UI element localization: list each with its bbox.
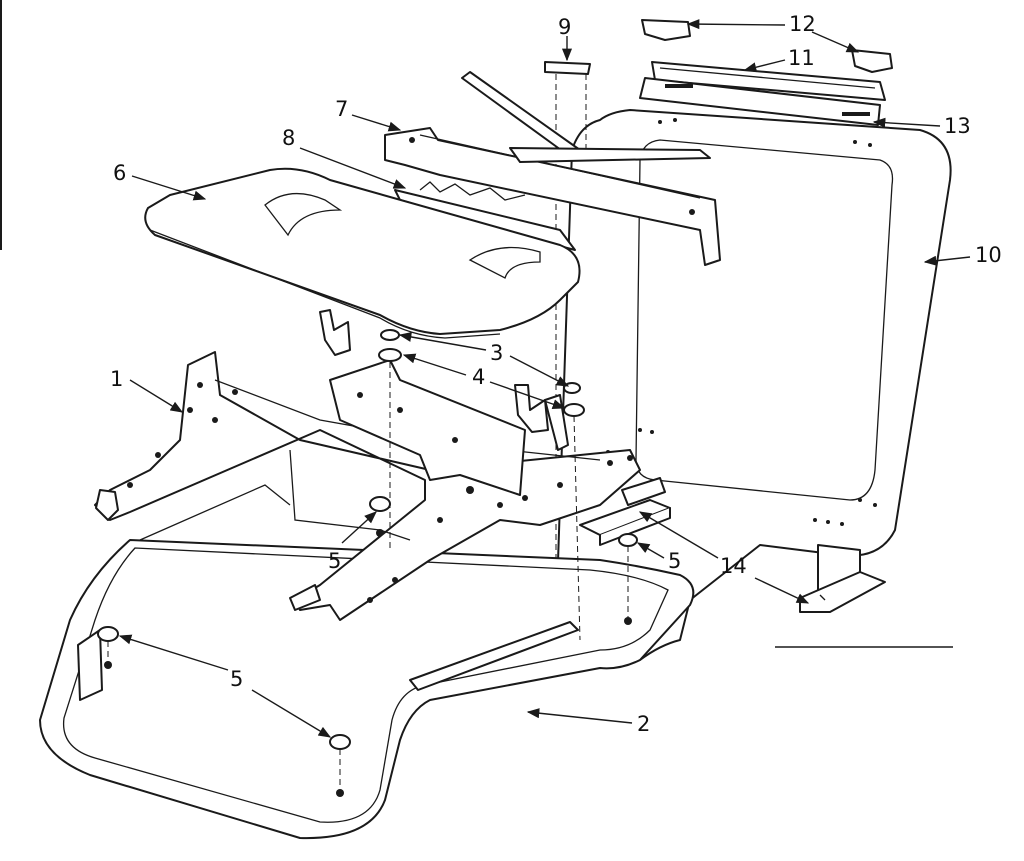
callout-labels: 1 2 3 4 5 5 5 6 7 8 9 10 11 12 13 14	[110, 12, 1002, 736]
part-12-end-caps	[641, 19, 893, 73]
callout-4: 4	[472, 365, 485, 389]
callout-5b: 5	[668, 549, 681, 573]
part-4-washers	[378, 348, 585, 641]
callout-7: 7	[335, 97, 348, 121]
part-14-foot-brackets	[579, 477, 671, 546]
callout-leaders	[118, 19, 971, 738]
part-3-screws	[380, 329, 581, 394]
callout-13: 13	[944, 114, 971, 138]
part-7-rail-bracket	[384, 71, 721, 266]
part-6-top-lid	[144, 167, 581, 339]
callout-3: 3	[490, 341, 503, 365]
callout-9: 9	[558, 15, 571, 39]
callout-2: 2	[637, 712, 650, 736]
callout-5a: 5	[328, 549, 341, 573]
callout-14: 14	[720, 554, 747, 578]
callout-10: 10	[975, 243, 1002, 267]
part-2-base-pan	[39, 529, 695, 840]
part-11-handle-bar	[651, 61, 886, 101]
callout-11: 11	[788, 46, 815, 70]
part-1-chassis-frame	[94, 309, 641, 621]
callout-12: 12	[789, 12, 816, 36]
part-5-feet	[97, 496, 638, 790]
callout-6: 6	[113, 161, 126, 185]
callout-1: 1	[110, 367, 123, 391]
callout-8: 8	[282, 126, 295, 150]
part-9-strap	[544, 61, 591, 600]
callout-5c: 5	[230, 667, 243, 691]
